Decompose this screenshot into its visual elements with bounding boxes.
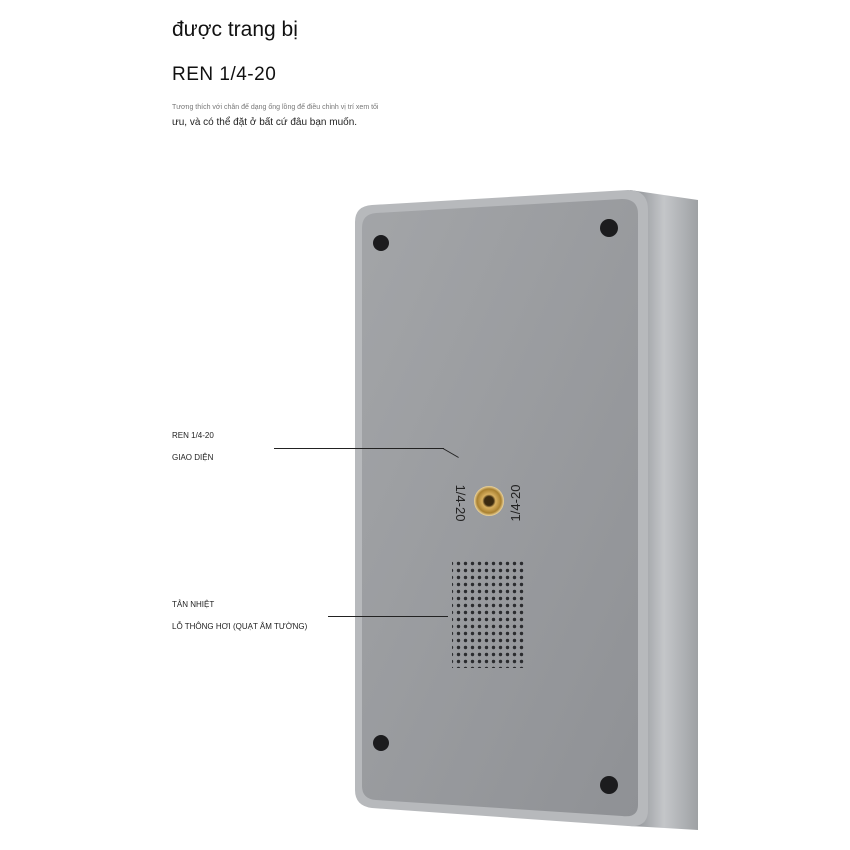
heading-line2: REN 1/4-20 — [172, 64, 277, 85]
engraving-left: 1/4-20 — [453, 485, 468, 522]
heading-line1: được trang bị — [172, 18, 298, 41]
callout-thread-subtitle: GIAO DIỆN — [172, 453, 214, 462]
callout-thread-line — [274, 448, 444, 449]
tripod-mount-icon — [474, 486, 504, 516]
screw-hole-icon — [373, 219, 618, 794]
vent-grille — [452, 560, 526, 668]
callout-vent-line — [328, 616, 448, 617]
callout-vent-subtitle: LỖ THÔNG HƠI (QUẠT ÂM TƯỜNG) — [172, 622, 308, 631]
engraving-right: 1/4-20 — [508, 485, 523, 522]
description-line2: ưu, và có thể đặt ở bất cứ đâu bạn muốn. — [172, 117, 358, 128]
callout-thread-title: REN 1/4-20 — [172, 431, 214, 440]
callout-vent-title: TẢN NHIỆT — [172, 600, 215, 609]
description-line1: Tương thích với chân đế dạng ống lồng để… — [172, 104, 379, 111]
